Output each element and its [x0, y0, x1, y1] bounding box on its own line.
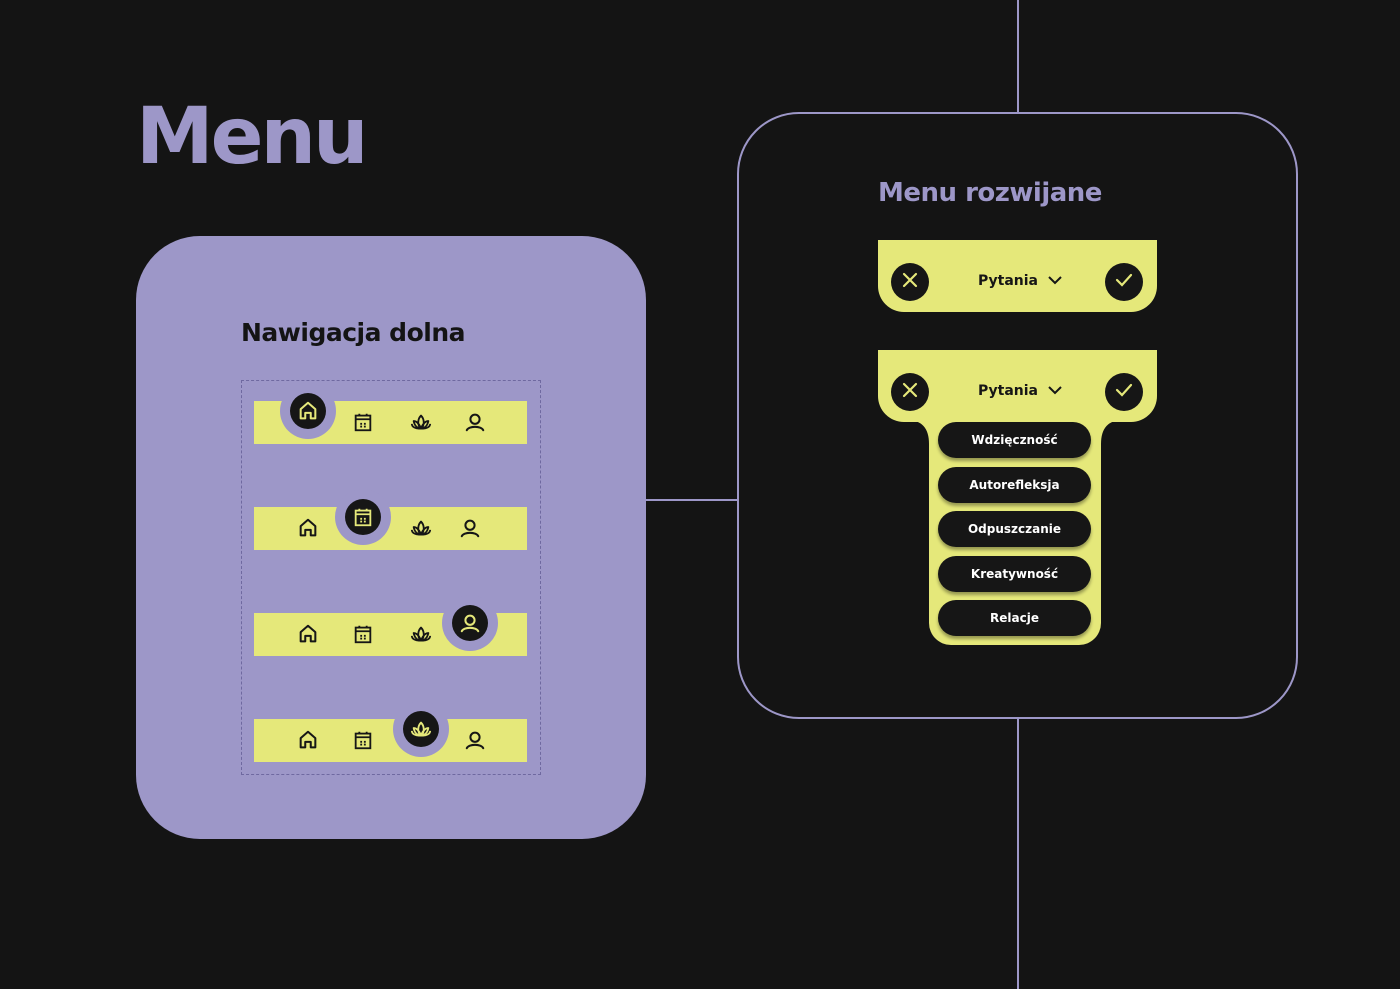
nav-item-lotus[interactable] — [410, 411, 432, 433]
dropdown-collapsed: Pytania — [878, 240, 1157, 312]
bottom-nav-title: Nawigacja dolna — [241, 318, 466, 347]
bottom-nav-bar — [254, 719, 527, 762]
connector-line-horizontal — [645, 499, 738, 501]
lotus-icon — [410, 517, 432, 539]
calendar-icon — [352, 506, 374, 528]
dropdown-label: Pytania — [978, 383, 1038, 399]
nav-item-lotus[interactable] — [410, 517, 432, 539]
check-icon — [1114, 380, 1134, 404]
dropdown-expanded: Pytania — [878, 350, 1157, 422]
nav-item-calendar[interactable] — [352, 729, 374, 751]
nav-item-lotus[interactable] — [410, 623, 432, 645]
option-odpuszczanie[interactable]: Odpuszczanie — [938, 511, 1091, 547]
calendar-icon — [352, 729, 374, 751]
chevron-down-icon — [1048, 383, 1062, 399]
close-button[interactable] — [891, 263, 929, 301]
profile-icon — [459, 517, 481, 539]
option-wdziecznosc[interactable]: Wdzięczność — [938, 422, 1091, 458]
lotus-icon — [410, 623, 432, 645]
dropdown-toggle[interactable]: Pytania — [978, 383, 1062, 399]
nav-item-calendar-active[interactable] — [345, 499, 381, 535]
nav-item-home[interactable] — [297, 623, 319, 645]
lotus-icon — [410, 718, 432, 740]
calendar-icon — [352, 623, 374, 645]
nav-item-home[interactable] — [297, 729, 319, 751]
option-autorefleksja[interactable]: Autorefleksja — [938, 467, 1091, 503]
dropdown-toggle[interactable]: Pytania — [978, 273, 1062, 289]
option-relacje[interactable]: Relacje — [938, 600, 1091, 636]
home-icon — [297, 729, 319, 751]
confirm-button[interactable] — [1105, 263, 1143, 301]
connector-line-bottom — [1017, 718, 1019, 989]
nav-item-profile-active[interactable] — [452, 605, 488, 641]
nav-item-calendar[interactable] — [352, 411, 374, 433]
calendar-icon — [352, 411, 374, 433]
confirm-button[interactable] — [1105, 373, 1143, 411]
profile-icon — [459, 612, 481, 634]
close-icon — [900, 270, 920, 294]
dropdown-title: Menu rozwijane — [878, 178, 1102, 208]
close-icon — [900, 380, 920, 404]
nav-item-home[interactable] — [297, 517, 319, 539]
lotus-icon — [410, 411, 432, 433]
chevron-down-icon — [1048, 273, 1062, 289]
profile-icon — [464, 411, 486, 433]
nav-item-profile[interactable] — [464, 729, 486, 751]
nav-item-calendar[interactable] — [352, 623, 374, 645]
bottom-nav-variants-frame — [241, 380, 541, 775]
page-title: Menu — [136, 92, 369, 182]
home-icon — [297, 517, 319, 539]
check-icon — [1114, 270, 1134, 294]
close-button[interactable] — [891, 373, 929, 411]
home-icon — [297, 400, 319, 422]
dropdown-label: Pytania — [978, 273, 1038, 289]
nav-item-lotus-active[interactable] — [403, 711, 439, 747]
nav-item-profile[interactable] — [459, 517, 481, 539]
nav-item-profile[interactable] — [464, 411, 486, 433]
option-kreatywnosc[interactable]: Kreatywność — [938, 556, 1091, 592]
connector-line-top — [1017, 0, 1019, 113]
nav-item-home-active[interactable] — [290, 393, 326, 429]
profile-icon — [464, 729, 486, 751]
home-icon — [297, 623, 319, 645]
